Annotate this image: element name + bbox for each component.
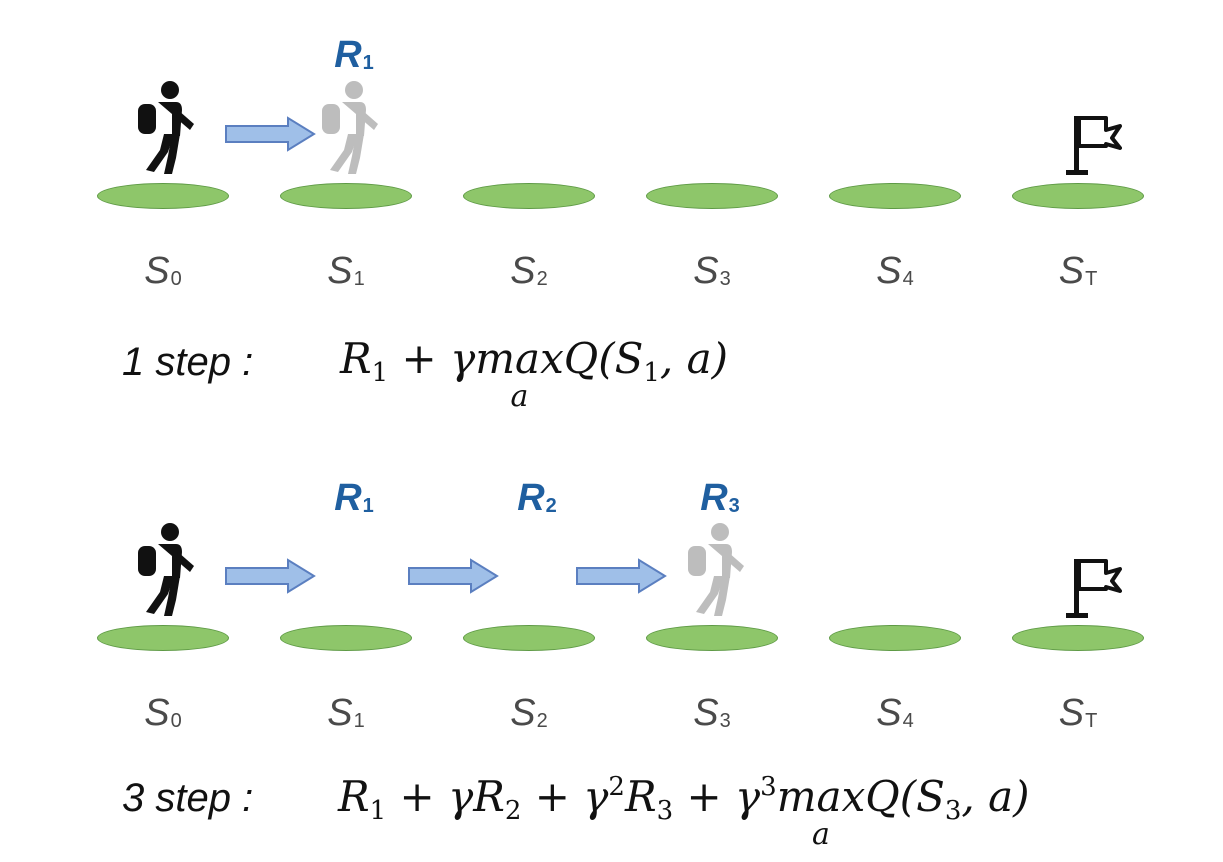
hiker-ghost-icon: [316, 80, 386, 176]
state-node-s3: [646, 183, 778, 209]
state-node-s3: [646, 625, 778, 651]
state-label-s4: S4: [876, 250, 914, 292]
state-label-s1: S1: [327, 692, 365, 734]
state-node-st: [1012, 183, 1144, 209]
state-label-s2: S2: [510, 250, 548, 292]
state-label-s2: S2: [510, 692, 548, 734]
reward-label-r2: R2: [517, 477, 557, 519]
state-label-st: ST: [1058, 692, 1098, 734]
arrow-right-icon: [407, 558, 499, 594]
state-node-s1: [280, 625, 412, 651]
state-label-s3: S3: [693, 250, 731, 292]
step-label-1: 1 step :: [122, 340, 254, 384]
state-node-s4: [829, 625, 961, 651]
state-node-st: [1012, 625, 1144, 651]
state-label-s0: S0: [144, 692, 182, 734]
state-node-s0: [97, 625, 229, 651]
state-node-s2: [463, 183, 595, 209]
state-label-s0: S0: [144, 250, 182, 292]
state-node-s1: [280, 183, 412, 209]
step-label-3: 3 step :: [122, 776, 254, 820]
state-label-st: ST: [1058, 250, 1098, 292]
state-label-s3: S3: [693, 692, 731, 734]
state-node-s2: [463, 625, 595, 651]
state-label-s1: S1: [327, 250, 365, 292]
hiker-ghost-icon: [682, 522, 752, 618]
state-label-s4: S4: [876, 692, 914, 734]
hiker-icon: [132, 80, 202, 176]
reward-sub: 1: [362, 52, 374, 74]
arrow-right-icon: [575, 558, 667, 594]
hiker-icon: [132, 522, 202, 618]
reward-label-r1: R1: [334, 477, 374, 519]
finish-flag-icon: [1066, 112, 1122, 176]
reward-letter: R: [334, 34, 362, 76]
finish-flag-icon: [1066, 555, 1122, 619]
reward-label-r3: R3: [700, 477, 740, 519]
arrow-right-icon: [224, 116, 316, 152]
state-node-s0: [97, 183, 229, 209]
arrow-right-icon: [224, 558, 316, 594]
state-node-s4: [829, 183, 961, 209]
reward-label-r1: R1: [309, 36, 399, 74]
